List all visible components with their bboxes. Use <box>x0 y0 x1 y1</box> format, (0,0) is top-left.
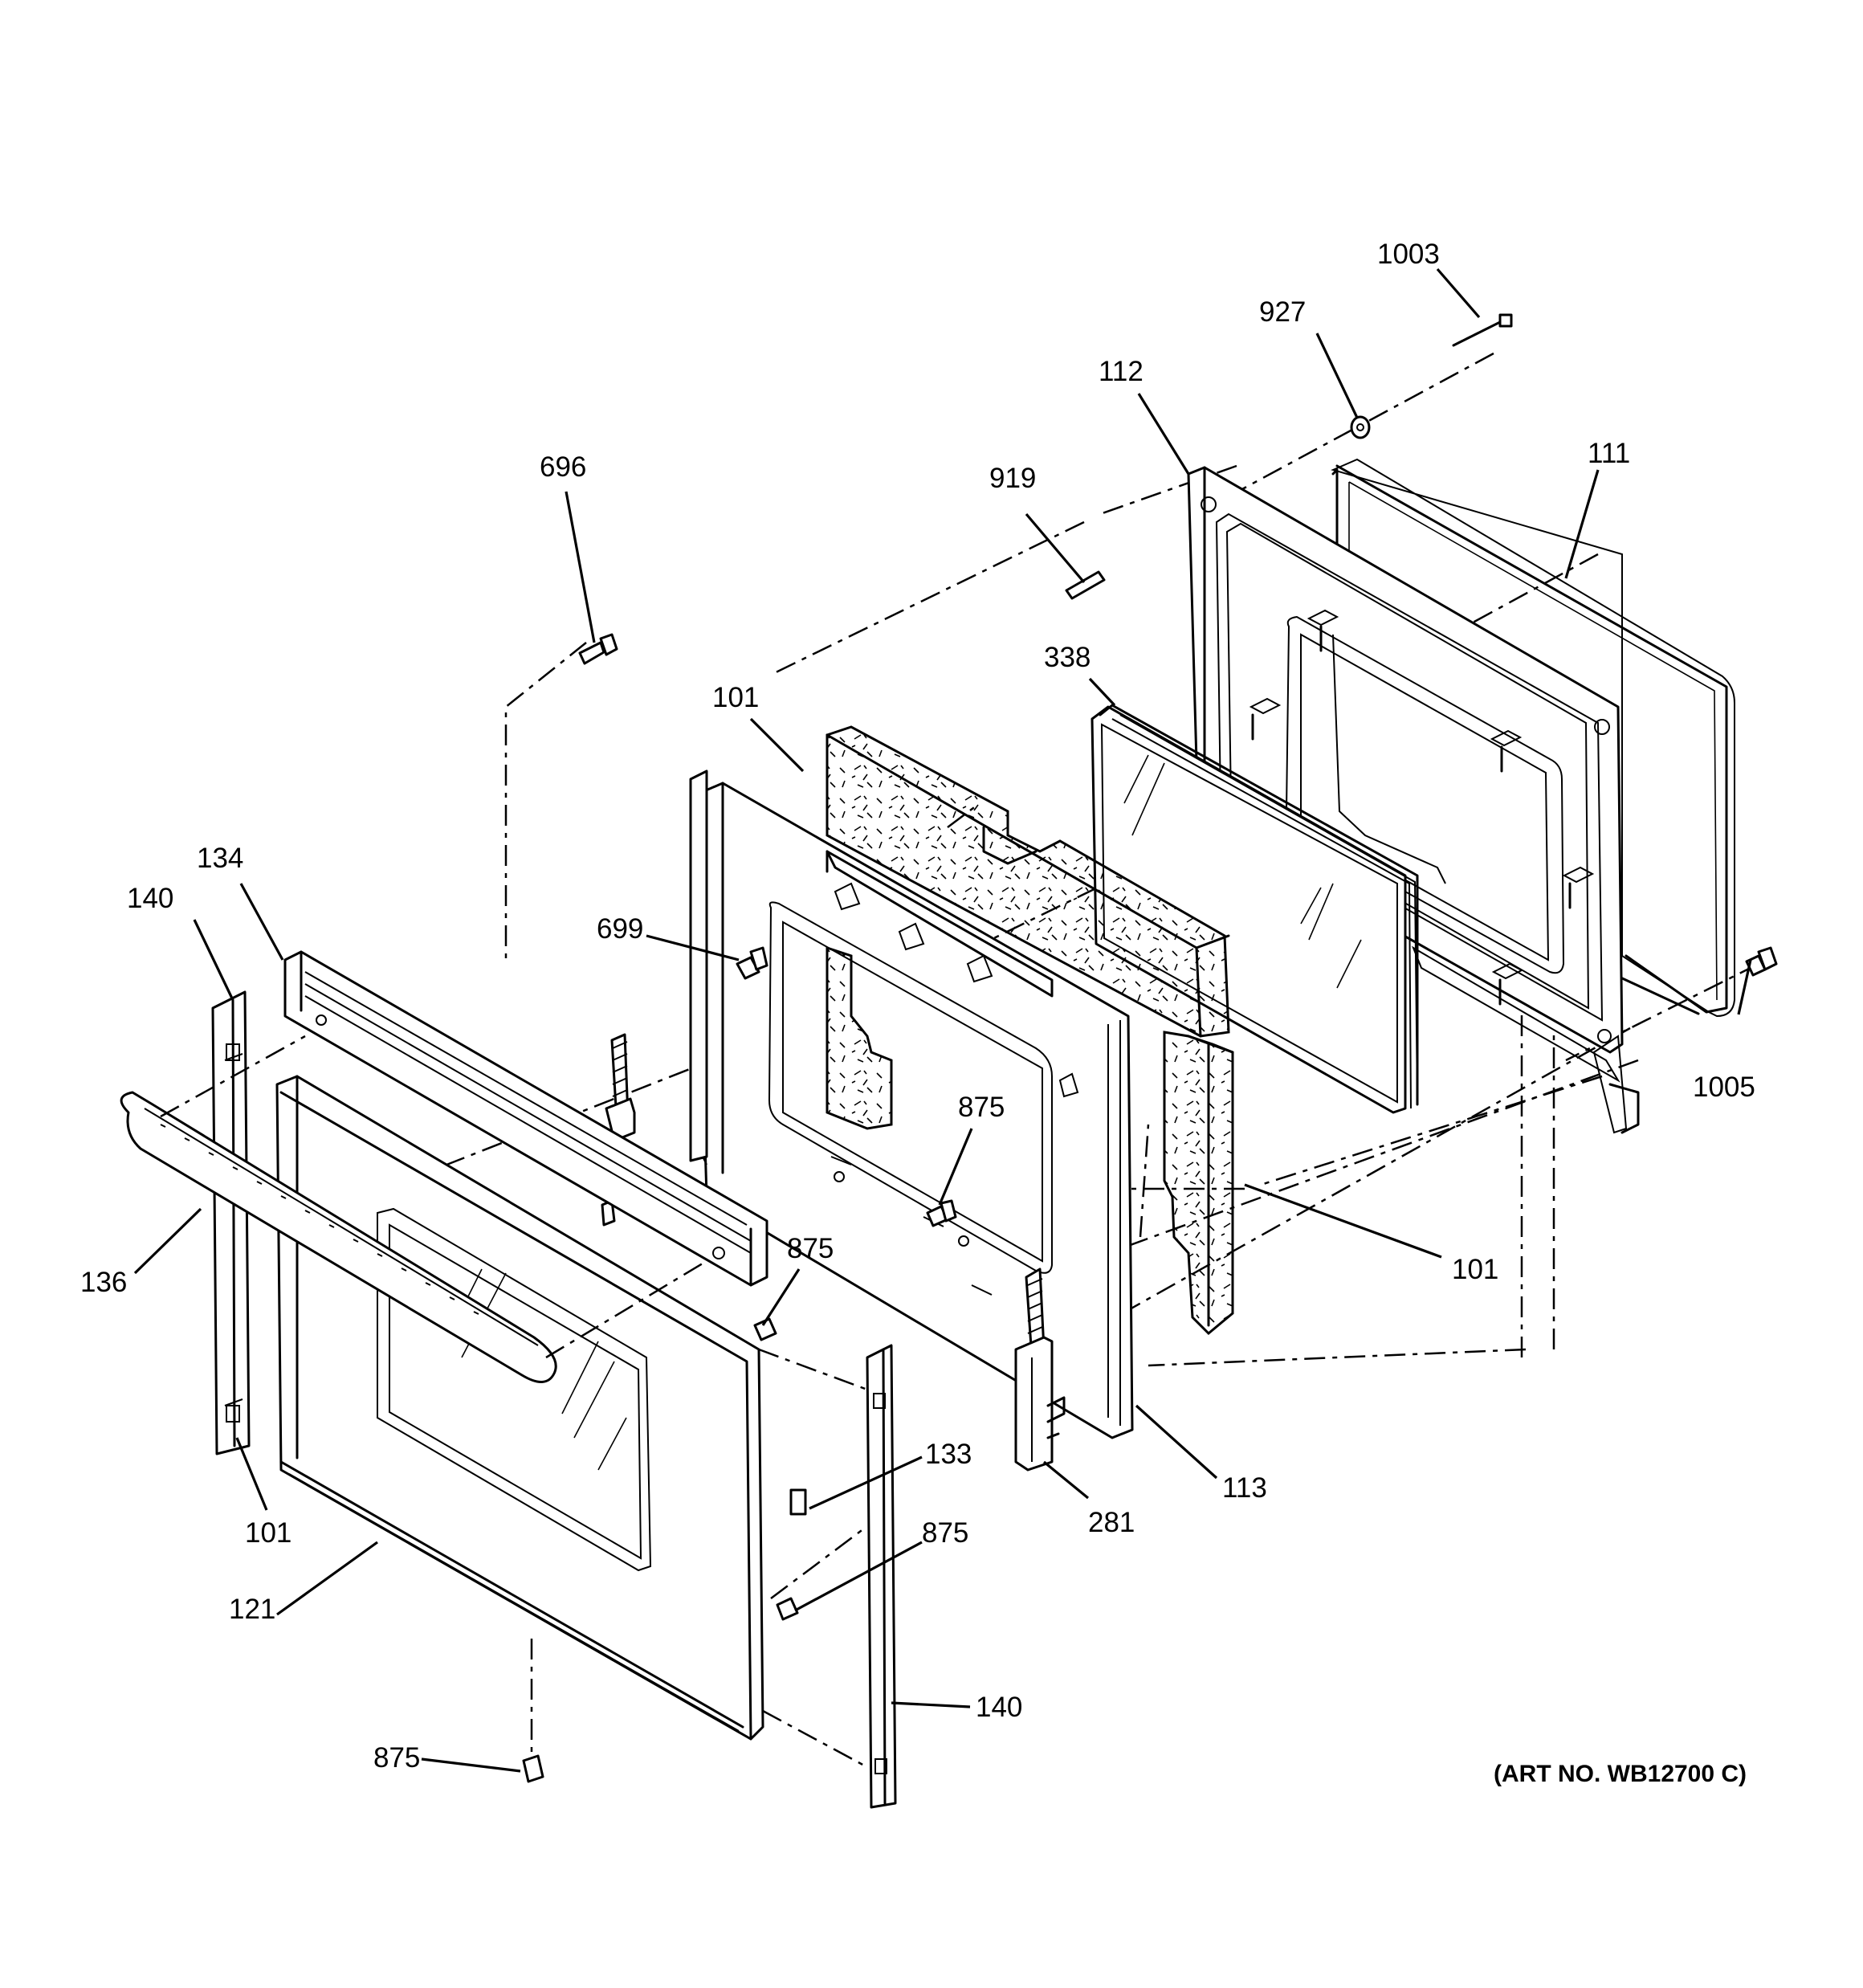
callout-101-left: 101 <box>245 1517 291 1549</box>
part-101-top-insulation <box>826 725 1230 1038</box>
callout-101-top: 101 <box>712 682 759 713</box>
part-101-right-insulation <box>1163 1031 1234 1336</box>
callout-101-right: 101 <box>1452 1254 1498 1285</box>
callout-112: 112 <box>1099 356 1143 387</box>
callout-labels: 1003 927 112 111 919 696 338 101 134 140… <box>80 239 1755 1787</box>
small-fasteners <box>522 313 1778 1783</box>
callout-699: 699 <box>597 913 643 945</box>
part-140-right-side-trim <box>866 1344 897 1809</box>
callout-338: 338 <box>1044 642 1090 673</box>
callout-136: 136 <box>80 1267 127 1298</box>
callout-111: 111 <box>1588 438 1630 469</box>
callout-140-left: 140 <box>127 883 173 914</box>
callout-696: 696 <box>540 451 586 483</box>
callout-1003: 1003 <box>1377 239 1440 270</box>
callout-133: 133 <box>925 1439 972 1470</box>
callout-140-right: 140 <box>976 1692 1022 1723</box>
callout-121: 121 <box>229 1594 275 1625</box>
part-101-left-strip <box>689 769 708 1162</box>
callout-919: 919 <box>989 463 1036 494</box>
callout-875-side: 875 <box>922 1517 968 1549</box>
art-number: (ART NO. WB12700 C) <box>1494 1761 1747 1787</box>
part-281-hinge-right <box>1014 1268 1066 1472</box>
callout-113: 113 <box>1222 1472 1267 1504</box>
part-112-inner-door-panel <box>1187 466 1640 1134</box>
callout-134: 134 <box>197 843 243 874</box>
leader-lines <box>133 267 1752 1773</box>
part-136-door-handle <box>120 1035 707 1383</box>
callout-1005: 1005 <box>1693 1072 1755 1103</box>
part-140-left-side-trim <box>211 990 251 1455</box>
part-134-vent-trim <box>283 950 768 1287</box>
part-113-door-liner-frame <box>693 782 1134 1439</box>
part-121-outer-door <box>275 1075 764 1741</box>
callout-875-bottom: 875 <box>373 1742 420 1774</box>
callout-875-mid: 875 <box>958 1092 1005 1123</box>
callout-875-hinge: 875 <box>787 1233 834 1264</box>
callout-927: 927 <box>1259 296 1306 328</box>
callout-281: 281 <box>1088 1507 1135 1538</box>
